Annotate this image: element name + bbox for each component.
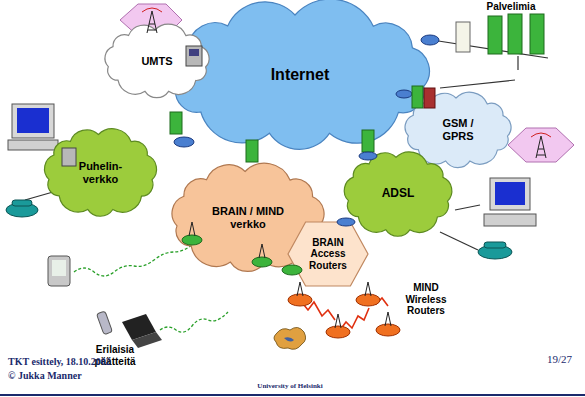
server-icons bbox=[456, 14, 544, 54]
node-label: Internet bbox=[271, 66, 330, 84]
phone-wire bbox=[455, 205, 480, 210]
router-icon bbox=[359, 130, 377, 160]
wireless-router bbox=[288, 282, 312, 306]
router-icon bbox=[337, 218, 355, 226]
server-wire bbox=[517, 56, 518, 70]
router-icon bbox=[421, 35, 439, 45]
footer-text: TKT esittely, 18.10.2002 bbox=[8, 356, 178, 368]
footer-rule bbox=[0, 394, 585, 396]
outline bbox=[45, 129, 157, 216]
network-cloud: ADSL bbox=[338, 148, 458, 240]
router-icon bbox=[170, 112, 194, 147]
node-label: BRAIN Access Routers bbox=[302, 237, 354, 272]
router-icon bbox=[186, 46, 202, 66]
wireless-link bbox=[160, 312, 228, 332]
wireless-router bbox=[356, 282, 380, 306]
router-icon bbox=[62, 148, 76, 166]
network-cloud: Puhelin- verkko bbox=[38, 125, 163, 220]
group-label: Palvelimia bbox=[466, 1, 556, 13]
pda-icon bbox=[48, 256, 70, 286]
router-icon bbox=[246, 140, 258, 162]
server-wire bbox=[440, 80, 515, 88]
mobile-phone-icon bbox=[96, 311, 112, 335]
access-router bbox=[252, 244, 272, 267]
computer-icon bbox=[484, 178, 536, 226]
footer-text: University of Helsinki bbox=[240, 382, 340, 390]
wireless-router bbox=[326, 314, 350, 338]
router-icon bbox=[396, 86, 435, 108]
phone-wire bbox=[440, 232, 478, 250]
outline bbox=[105, 24, 209, 97]
outline bbox=[171, 0, 430, 149]
university-logo bbox=[274, 327, 306, 349]
telephone-icon bbox=[478, 242, 512, 259]
telephone-icon bbox=[6, 200, 38, 217]
page-number: 19/27 bbox=[522, 353, 572, 366]
node-label: GSM / GPRS bbox=[438, 117, 478, 142]
access-router bbox=[282, 265, 302, 275]
group-label: MIND Wireless Routers bbox=[398, 282, 454, 317]
node-label: ADSL bbox=[382, 187, 415, 201]
access-router-area: BRAIN Access Routers bbox=[288, 222, 368, 286]
node-label: UMTS bbox=[141, 55, 172, 68]
footer-text: © Jukka Manner bbox=[8, 370, 158, 382]
computer-icon bbox=[8, 104, 58, 150]
university-logo bbox=[284, 337, 294, 341]
wireless-router bbox=[376, 312, 400, 336]
access-router bbox=[182, 222, 202, 245]
antenna-tower bbox=[142, 8, 162, 33]
node-label: BRAIN / MIND verkko bbox=[202, 205, 294, 230]
node-label: Puhelin- verkko bbox=[73, 160, 128, 185]
cell-area bbox=[508, 128, 574, 162]
laptop-icon bbox=[122, 314, 162, 348]
wireless-link bbox=[74, 242, 196, 276]
outline bbox=[344, 152, 452, 236]
antenna-tower bbox=[531, 133, 551, 158]
outline bbox=[288, 222, 368, 286]
